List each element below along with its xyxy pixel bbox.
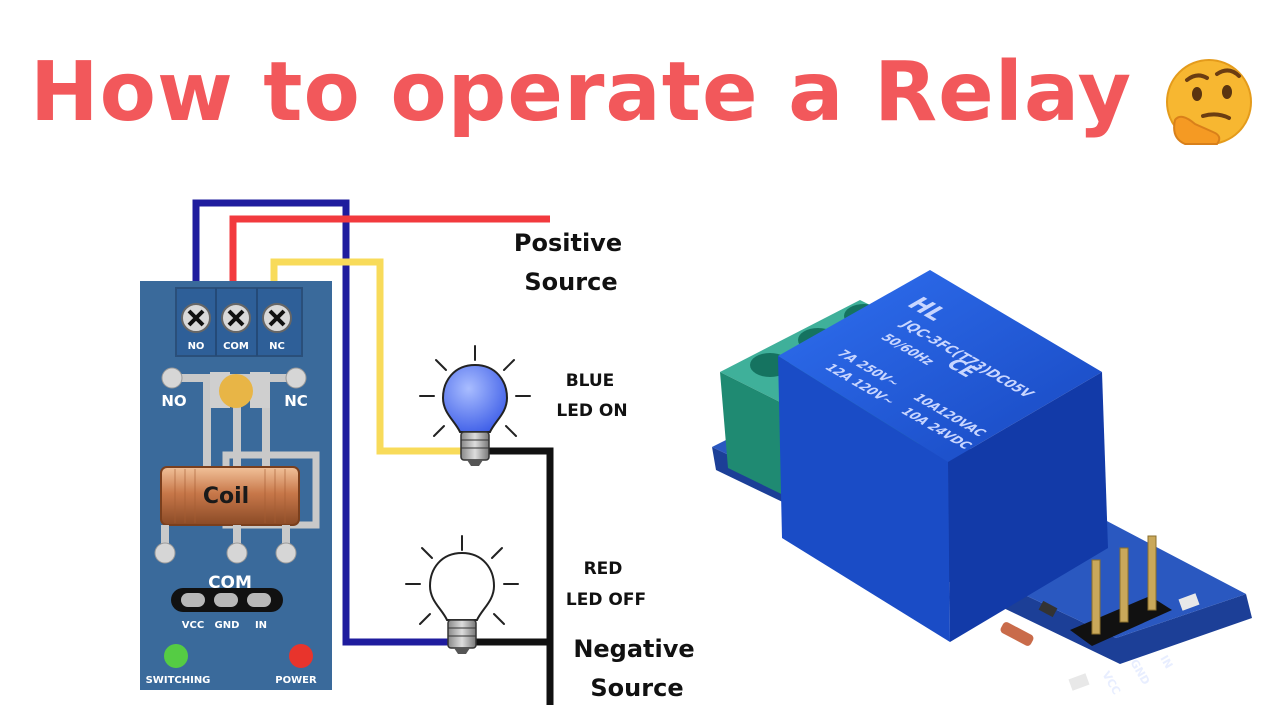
contact-label-nc: NC [284,392,308,410]
blue-bulb-icon [419,345,531,466]
pin-label-vcc: VCC [182,620,204,631]
contact-label-no: NO [161,392,186,410]
module-pin-label-in: IN [1157,653,1175,671]
pin-label-in: IN [255,620,267,631]
negative-source-label-1: Negative [573,635,694,663]
positive-source-label-2: Source [524,268,617,296]
terminal-screw-nc [262,303,292,333]
white-bulb-icon [405,535,519,654]
blue-led-label-1: BLUE [566,371,615,391]
pin-label-gnd: GND [215,620,240,631]
red-led-label-2: LED OFF [566,590,646,610]
terminal-label-no: NO [188,341,205,352]
blue-led-label-2: LED ON [556,401,627,421]
relay-board: NO COM NC NO NC Coil COM [140,281,332,690]
wire-yellow [270,258,462,455]
wires [192,199,554,705]
power-led-label: POWER [275,675,317,686]
wire-black [485,447,554,705]
positive-source-label-1: Positive [514,229,622,257]
module-pin-label-gnd: GND [1127,657,1152,687]
switching-led [164,644,188,668]
relay-module-image: HL JQC-3FC(T73)DC05V 50/60Hz 7A 250V~ 12… [712,270,1252,697]
terminal-label-nc: NC [269,341,285,352]
terminal-screw-no [181,303,211,333]
page-title: How to operate a Relay [30,45,1133,140]
coil-label: Coil [203,484,249,509]
terminal-label-com: COM [223,341,249,352]
terminal-screw-com [221,303,251,333]
red-led-label-1: RED [584,559,623,579]
wire-red [229,215,550,300]
module-pin-label-vcc: VCC [1099,669,1123,697]
negative-source-label-2: Source [590,674,683,702]
power-led [289,644,313,668]
switching-led-label: SWITCHING [146,675,211,686]
thinking-face-icon [1166,59,1252,145]
wire-blue [192,199,465,646]
